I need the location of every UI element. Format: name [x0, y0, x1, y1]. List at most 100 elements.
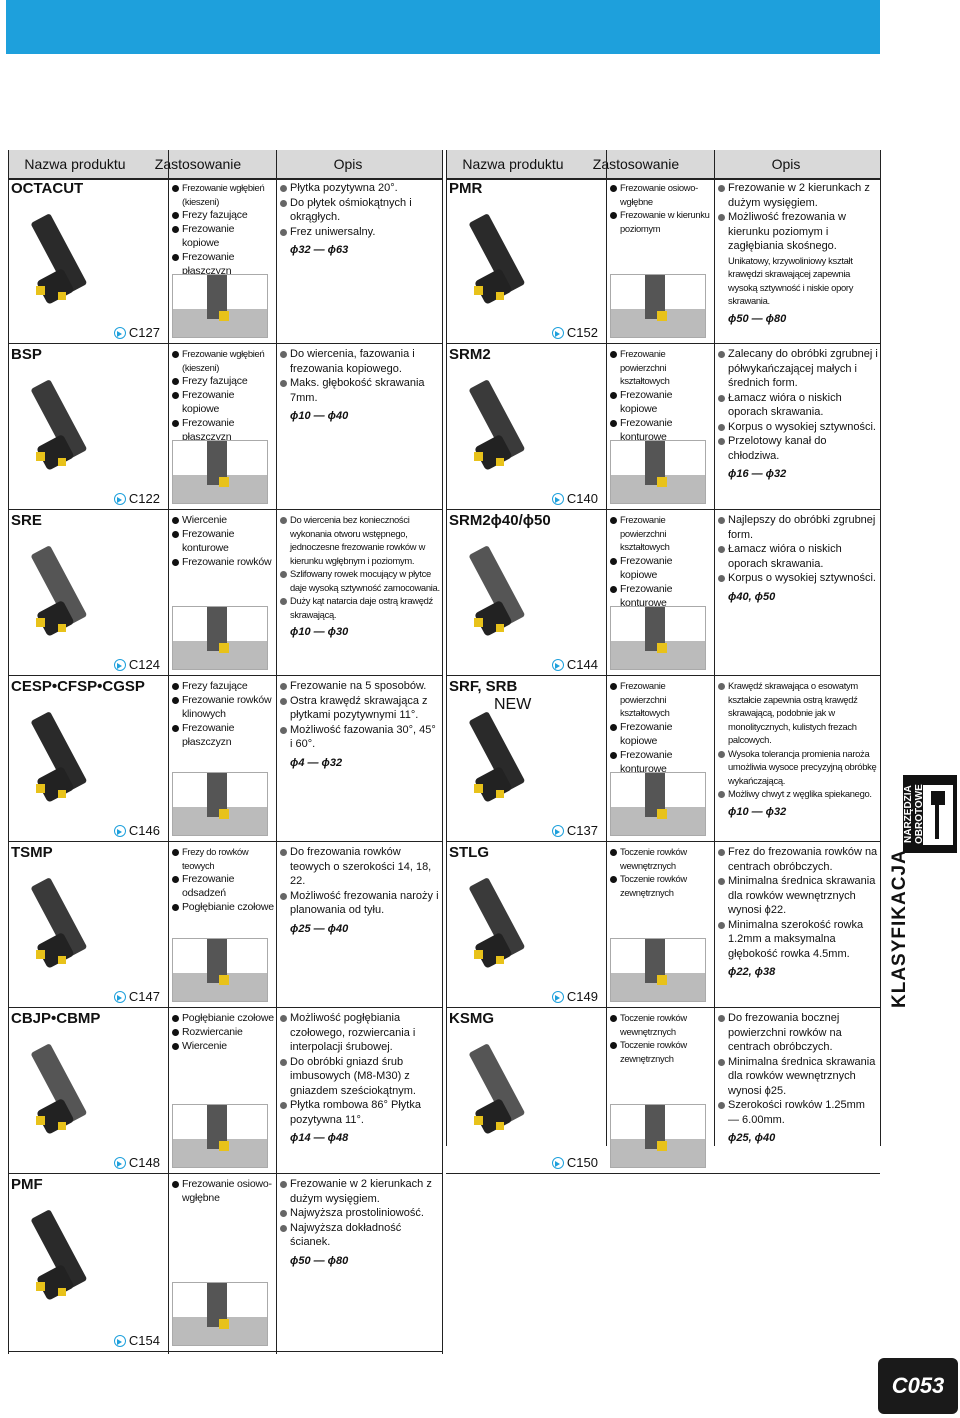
- table-row[interactable]: OCTACUT C127 Frezowanie wgłębień (kieszeni…: [8, 178, 442, 344]
- application-item: Frezowanie kopiowe: [610, 554, 712, 582]
- description-item: Szlifowany rowek mocujący w płytce daje …: [280, 567, 440, 594]
- top-color-bar: [6, 0, 880, 54]
- page-reference-link[interactable]: C122: [113, 491, 160, 506]
- application-item: Frezowanie płaszczyzn: [172, 721, 274, 749]
- page-reference-link[interactable]: C137: [551, 823, 598, 838]
- page-reference-link[interactable]: C150: [551, 1155, 598, 1170]
- description-cell: Płytka pozytywna 20°.Do płytek ośmiokątn…: [276, 178, 442, 343]
- page-reference-link[interactable]: C154: [113, 1333, 160, 1348]
- description-list: Do frezowania bocznej powierzchni rowków…: [718, 1011, 878, 1146]
- page-reference: C152: [566, 325, 598, 340]
- diameter-range: ϕ50 — ϕ80: [728, 312, 787, 325]
- page-reference-link[interactable]: C149: [551, 989, 598, 1004]
- product-name[interactable]: KSMG: [449, 1010, 494, 1027]
- description-cell: Do wiercenia, fazowania i frezowania kop…: [276, 344, 442, 509]
- application-item: Toczenie rowków zewnętrznych: [610, 1038, 712, 1065]
- diameter-range: ϕ4 — ϕ32: [290, 756, 343, 769]
- application-item: Frezowanie kopiowe: [610, 720, 712, 748]
- product-name[interactable]: SRE: [11, 512, 42, 529]
- product-name[interactable]: STLG: [449, 844, 489, 861]
- application-item: Frezowanie kopiowe: [610, 388, 712, 416]
- product-name[interactable]: SRF, SRB: [449, 678, 518, 695]
- arrow-right-icon: [113, 1334, 126, 1347]
- diameter-range: ϕ10 — ϕ32: [728, 805, 787, 818]
- diameter-range: ϕ10 — ϕ40: [290, 410, 349, 422]
- description-item: Możliwość frezowania naroży i planowania…: [280, 889, 440, 918]
- tool-image: [18, 868, 138, 983]
- application-item: Frezy fazujące: [172, 208, 274, 222]
- description-item: Krawędź skrawająca o esowatym kształcie …: [718, 679, 878, 747]
- description-item: Łamacz wióra o niskich oporach skrawania…: [718, 542, 878, 571]
- page-reference: C154: [128, 1333, 160, 1348]
- column-divider: [606, 150, 607, 1146]
- product-cell: CESP•CFSP•CGSP C146: [8, 676, 168, 841]
- page-reference-link[interactable]: C127: [113, 325, 160, 340]
- product-name[interactable]: PMF: [11, 1176, 43, 1193]
- diameter-range: ϕ25 — ϕ40: [290, 922, 349, 935]
- application-item: Frezowanie osiowo-wgłębne: [610, 181, 712, 208]
- description-item: Najwyższa prostoliniowość.: [280, 1206, 440, 1221]
- column-divider: [442, 150, 443, 1354]
- page-reference-link[interactable]: C140: [551, 491, 598, 506]
- application-item: Frezowanie kopiowe: [172, 222, 274, 250]
- product-cell: PMR C152: [446, 178, 606, 343]
- product-name[interactable]: SRM2: [449, 346, 491, 363]
- application-diagram: [172, 274, 268, 338]
- page-reference-link[interactable]: C148: [113, 1155, 160, 1170]
- product-cell: CBJP•CBMP C148: [8, 1008, 168, 1173]
- application-item: Frezowanie odsadzeń: [172, 872, 274, 900]
- page-reference-link[interactable]: C146: [113, 823, 160, 838]
- application-list: Frezowanie wgłębień (kieszeni)Frezy fazu…: [172, 181, 274, 278]
- page-reference: C148: [128, 1155, 160, 1170]
- application-diagram: [610, 274, 706, 338]
- page-reference-link[interactable]: C152: [551, 325, 598, 340]
- product-name[interactable]: BSP: [11, 346, 42, 363]
- description-item: Przelotowy kanał do chłodziwa.: [718, 434, 878, 463]
- column-divider: [168, 150, 169, 1354]
- product-name[interactable]: CESP•CFSP•CGSP: [11, 678, 145, 695]
- section-tab[interactable]: NARZĘDZIA OBROTOWE: [903, 775, 957, 853]
- page-reference-link[interactable]: C144: [551, 657, 598, 672]
- description-item: Minimalna średnica skrawania dla rowków …: [718, 1055, 878, 1099]
- product-cell: BSP C122: [8, 344, 168, 509]
- description-item: Minimalna szerokość rowka 1.2mm a maksym…: [718, 918, 878, 962]
- application-item: Wiercenie: [172, 513, 274, 527]
- product-name[interactable]: OCTACUT: [11, 180, 84, 197]
- page-number: C053: [878, 1358, 958, 1414]
- product-cell: TSMP C147: [8, 842, 168, 1007]
- description-item: Unikatowy, krzywoliniowy kształt krawędz…: [728, 254, 854, 307]
- table-header-left: Nazwa produktu Zastosowanie Opis: [8, 150, 442, 180]
- page-reference: C124: [128, 657, 160, 672]
- product-cell: PMF C154: [8, 1174, 168, 1351]
- application-diagram: [172, 1282, 268, 1346]
- product-name[interactable]: TSMP: [11, 844, 53, 861]
- description-item: Korpus o wysokiej sztywności.: [718, 420, 878, 435]
- page-reference-link[interactable]: C147: [113, 989, 160, 1004]
- product-name[interactable]: PMR: [449, 180, 483, 197]
- application-diagram: [610, 1104, 706, 1168]
- product-name[interactable]: SRM2ϕ40/ϕ50: [449, 512, 551, 529]
- description-cell: Najlepszy do obróbki zgrubnej form.Łamac…: [714, 510, 880, 675]
- page-reference-link[interactable]: C124: [113, 657, 160, 672]
- description-item: Wysoka tolerancja promienia naroża umożl…: [718, 747, 878, 788]
- application-diagram: [610, 606, 706, 670]
- product-name[interactable]: CBJP•CBMP: [11, 1010, 101, 1027]
